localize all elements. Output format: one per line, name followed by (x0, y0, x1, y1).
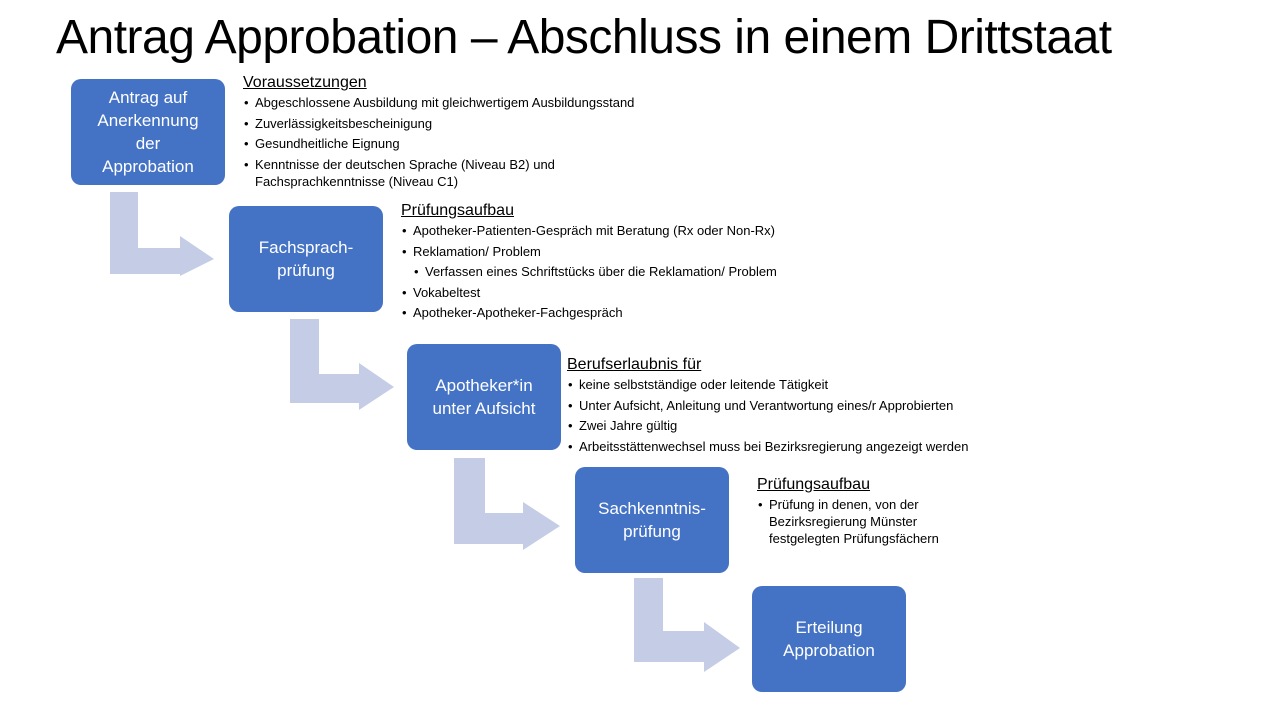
list-item: Reklamation/ Problem (401, 243, 777, 260)
panel-heading: Prüfungsaufbau (757, 476, 870, 493)
bullet-list: Apotheker-Patienten-Gespräch mit Beratun… (401, 222, 777, 321)
step-label: Erteilung Approbation (783, 618, 875, 660)
slide-title: Antrag Approbation – Abschluss in einem … (56, 11, 1112, 64)
panel-pruefungsaufbau-sachkenntnis: Prüfungsaufbau Prüfung in denen, von der… (757, 476, 939, 551)
bullet-list: Abgeschlossene Ausbildung mit gleichwert… (243, 94, 634, 190)
bullet-list: keine selbstständige oder leitende Tätig… (567, 376, 968, 455)
list-item: Abgeschlossene Ausbildung mit gleichwert… (243, 94, 634, 111)
list-item: Zwei Jahre gültig (567, 417, 968, 434)
step-label: Fachsprach- prüfung (258, 238, 354, 280)
list-item: Vokabeltest (401, 284, 777, 301)
step-box-erteilung-approbation: Erteilung Approbation (752, 586, 906, 692)
list-item: Arbeitsstättenwechsel muss bei Bezirksre… (567, 438, 968, 455)
step-label: Antrag auf Anerkennung der Approbation (97, 88, 199, 176)
step-box-apotheker-unter-aufsicht: Apotheker*in unter Aufsicht (407, 344, 561, 450)
list-item: Zuverlässigkeitsbescheinigung (243, 115, 634, 132)
bullet-list: Prüfung in denen, von der Bezirksregieru… (757, 496, 939, 547)
elbow-arrow-3-icon (454, 458, 560, 550)
step-box-sachkenntnispruefung: Sachkenntnis- prüfung (575, 467, 729, 573)
elbow-arrow-2-icon (290, 319, 394, 410)
list-item: Kenntnisse der deutschen Sprache (Niveau… (243, 156, 634, 190)
panel-voraussetzungen: Voraussetzungen Abgeschlossene Ausbildun… (243, 74, 634, 193)
step-box-fachsprachpruefung: Fachsprach- prüfung (229, 206, 383, 312)
panel-heading: Berufserlaubnis für (567, 356, 702, 373)
panel-berufserlaubnis: Berufserlaubnis für keine selbstständige… (567, 356, 968, 458)
list-item: Prüfung in denen, von der Bezirksregieru… (757, 496, 939, 547)
list-item: Apotheker-Apotheker-Fachgespräch (401, 304, 777, 321)
panel-pruefungsaufbau-fachsprache: Prüfungsaufbau Apotheker-Patienten-Gespr… (401, 202, 777, 325)
list-item-sub: Verfassen eines Schriftstücks über die R… (413, 263, 777, 280)
step-label: Apotheker*in unter Aufsicht (432, 376, 536, 418)
list-item: Unter Aufsicht, Anleitung und Verantwort… (567, 397, 968, 414)
list-item: keine selbstständige oder leitende Tätig… (567, 376, 968, 393)
elbow-arrow-4-icon (634, 578, 740, 672)
panel-heading: Voraussetzungen (243, 74, 367, 91)
step-box-antrag: Antrag auf Anerkennung der Approbation (71, 79, 225, 185)
list-item: Apotheker-Patienten-Gespräch mit Beratun… (401, 222, 777, 239)
elbow-arrow-1-icon (110, 192, 214, 276)
panel-heading: Prüfungsaufbau (401, 202, 514, 219)
list-item: Gesundheitliche Eignung (243, 135, 634, 152)
step-label: Sachkenntnis- prüfung (598, 499, 706, 541)
